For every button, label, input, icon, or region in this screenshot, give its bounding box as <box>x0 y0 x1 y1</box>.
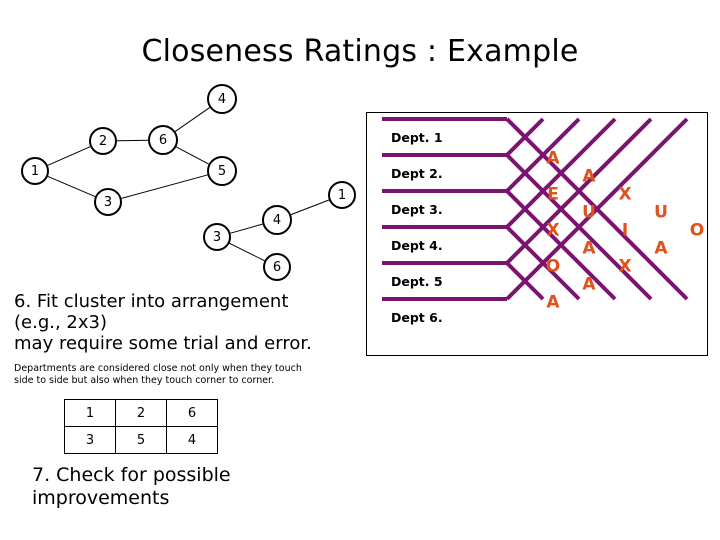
cluster-node-label: 6 <box>272 259 282 275</box>
cluster-edge <box>47 146 91 166</box>
arrangement-cell-r1c3[interactable]: 6 <box>166 399 218 427</box>
cluster-node-label: 1 <box>30 163 40 179</box>
rel-rating-1-6[interactable]: A <box>546 292 560 313</box>
rel-rating-1-3[interactable]: E <box>547 184 559 205</box>
rel-rating-2-5[interactable]: A <box>582 238 596 259</box>
cluster-node-1[interactable]: 1 <box>21 157 49 185</box>
rel-rating-4-5[interactable]: U <box>654 202 668 223</box>
cluster-node-label: 1 <box>337 187 347 203</box>
arrangement-cell-r1c2[interactable]: 2 <box>115 399 167 427</box>
rel-diagonal-up-4 <box>505 117 617 229</box>
cluster-edge <box>230 223 263 234</box>
cluster-node-2[interactable]: 2 <box>89 127 117 155</box>
cluster-node-6[interactable]: 6 <box>148 125 178 155</box>
cluster-edge <box>47 176 96 197</box>
arrangement-cell-r2c3[interactable]: 4 <box>166 426 218 454</box>
rel-diagonal-up-3 <box>505 117 581 193</box>
proximity-note: Departments are considered close not onl… <box>14 363 359 387</box>
arrangement-cell-r2c1[interactable]: 3 <box>64 426 116 454</box>
dept-label-1: Dept. 1 <box>391 130 443 145</box>
rel-rating-2-3[interactable]: A <box>582 166 596 187</box>
rel-rating-1-2[interactable]: A <box>546 148 560 169</box>
rel-diagonal-up-2 <box>505 117 545 157</box>
step-7-line-1: 7. Check for possible <box>32 464 231 486</box>
rel-chart-lines <box>382 117 689 301</box>
step-6-line-1: 6. Fit cluster into arrangement <box>14 291 289 312</box>
cluster-node-4[interactable]: 4 <box>262 205 292 235</box>
rel-rating-3-4[interactable]: X <box>618 184 632 205</box>
rel-rating-2-6[interactable]: A <box>582 274 596 295</box>
rel-rating-2-4[interactable]: U <box>582 202 596 223</box>
rel-rating-1-4[interactable]: X <box>546 220 560 241</box>
dept-label-6: Dept 6. <box>391 310 443 325</box>
cluster-node-3[interactable]: 3 <box>203 223 231 251</box>
arrangement-cell-r1c1[interactable]: 1 <box>64 399 116 427</box>
relationship-chart: Dept. 1 Dept 2. Dept 3. Dept 4. Dept. 5 Dept … <box>367 113 707 355</box>
step-7-line-2: improvements <box>32 487 170 510</box>
cluster-node-label: 3 <box>212 229 222 245</box>
cluster-node-label: 3 <box>103 194 113 210</box>
cluster-edge <box>175 107 210 132</box>
rel-rating-3-5[interactable]: I <box>621 220 629 241</box>
relationship-chart-panel: Dept. 1 Dept 2. Dept 3. Dept 4. Dept. 5 Dept … <box>366 112 708 356</box>
step-6-text: 6. Fit cluster into arrangement (e.g., 2… <box>14 291 364 355</box>
rel-rating-1-5[interactable]: O <box>545 256 561 277</box>
cluster-edge <box>229 242 265 262</box>
cluster-node-label: 2 <box>98 133 108 149</box>
step-7-text: 7. Check for possible improvements <box>32 464 332 510</box>
cluster-node-4[interactable]: 4 <box>207 84 237 114</box>
rel-rating-3-6[interactable]: X <box>618 256 632 277</box>
cluster-node-label: 5 <box>217 163 227 179</box>
proximity-note-line-1: Departments are considered close not onl… <box>14 363 302 374</box>
cluster-node-3[interactable]: 3 <box>94 188 122 216</box>
cluster-node-6[interactable]: 6 <box>263 253 291 281</box>
step-6-line-3: may require some trial and error. <box>14 333 312 355</box>
closeness-cluster-diagram: 1 2 6 4 5 3 1 4 3 6 <box>0 80 370 285</box>
dept-label-3: Dept 3. <box>391 202 443 217</box>
proximity-note-line-2: side to side but also when they touch co… <box>14 374 275 386</box>
page-title: Closeness Ratings : Example <box>141 34 579 69</box>
rel-diagonal-up-6 <box>505 117 689 301</box>
dept-label-4: Dept 4. <box>391 238 443 253</box>
cluster-edge <box>176 146 209 165</box>
cluster-node-label: 6 <box>158 132 168 148</box>
cluster-node-label: 4 <box>272 212 282 228</box>
cluster-node-5[interactable]: 5 <box>207 156 237 186</box>
dept-label-2: Dept 2. <box>391 166 443 181</box>
dept-label-5: Dept. 5 <box>391 274 443 289</box>
cluster-edge <box>290 199 330 216</box>
cluster-edge <box>121 174 208 199</box>
rel-diagonal-up-5 <box>505 117 653 265</box>
cluster-edge-lines <box>47 107 330 262</box>
rel-rating-4-6[interactable]: A <box>654 238 668 259</box>
cluster-node-1[interactable]: 1 <box>328 181 356 209</box>
step-6-line-2: (e.g., 2x3) <box>14 312 107 334</box>
cluster-node-label: 4 <box>217 91 227 107</box>
rel-rating-5-6[interactable]: O <box>689 220 705 241</box>
arrangement-cell-r2c2[interactable]: 5 <box>115 426 167 454</box>
cluster-edge <box>116 139 149 142</box>
